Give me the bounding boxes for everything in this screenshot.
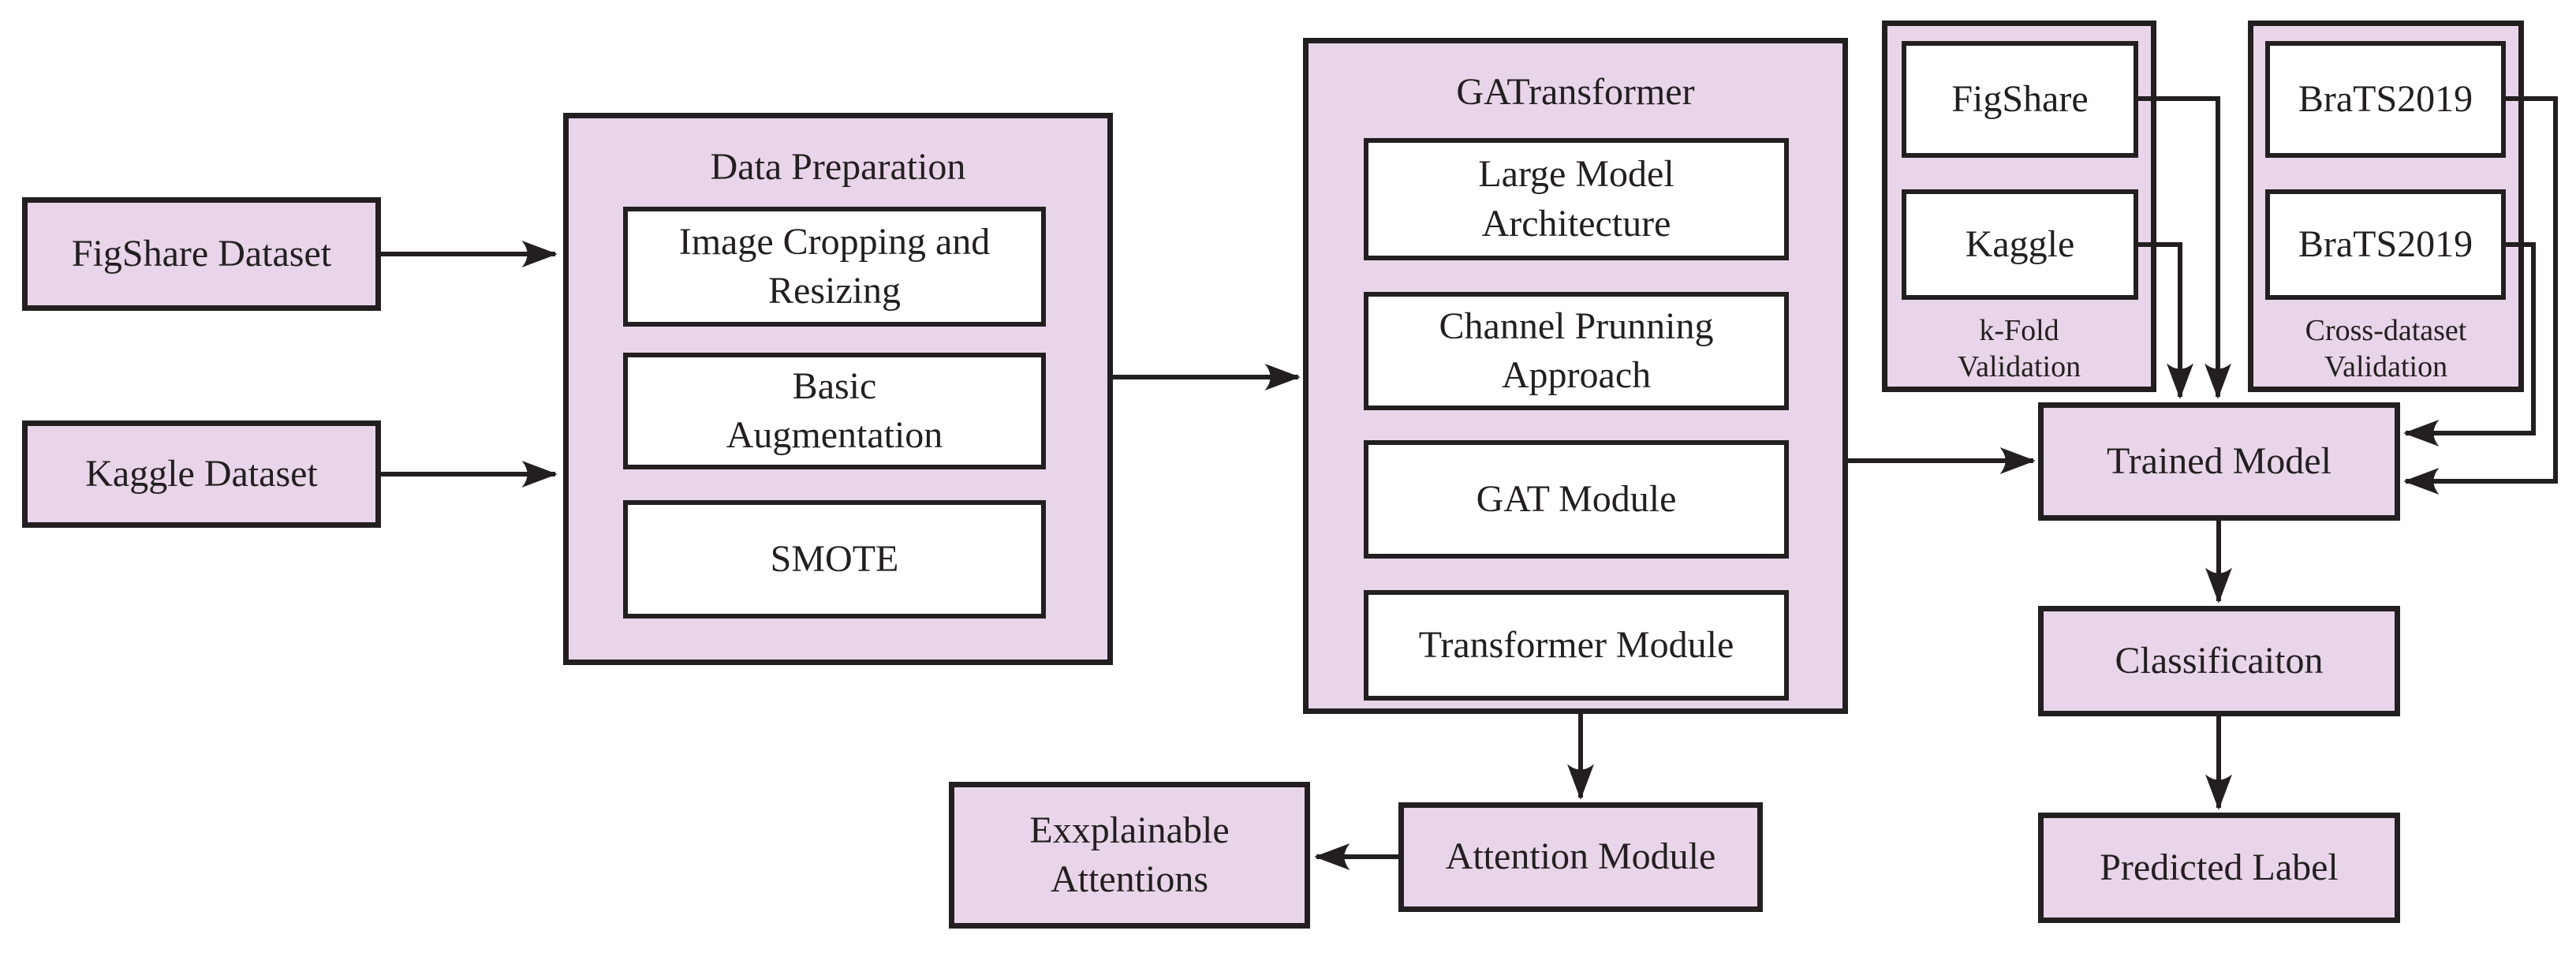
trained-model-box: Trained Model (2038, 402, 2400, 521)
image-cropping-resizing-box-text-line-1: Image Cropping and (678, 220, 991, 263)
basic-augmentation-box-text-line-2: Augmentation (726, 414, 943, 456)
transformer-module-box: Transformer Module (1364, 590, 1789, 701)
kaggle-dataset-box: Kaggle Dataset (22, 420, 381, 528)
cross-dataset-validation-label-text-line-1: Cross-dataset (2305, 313, 2467, 347)
smote-box-text-line-1: SMOTE (770, 537, 899, 580)
transformer-module-box-text-line-1: Transformer Module (1418, 623, 1734, 666)
kaggle-box-text-line-1: Kaggle (1965, 222, 2075, 265)
attention-module-box: Attention Module (1398, 802, 1763, 912)
kaggle-box: Kaggle (1902, 189, 2138, 300)
kfold-validation-label-text-line-1: k-Fold (1979, 313, 2059, 347)
gat-module-box: GAT Module (1364, 440, 1789, 559)
channel-prunning-approach-box-text-line-1: Channel Prunning (1439, 305, 1714, 347)
attention-module-box-text-line-1: Attention Module (1445, 835, 1716, 878)
figshare-dataset-box: FigShare Dataset (22, 197, 381, 311)
exxplainable-attentions-box-text-line-2: Attentions (1051, 858, 1208, 900)
figshare-box: FigShare (1902, 41, 2138, 158)
basic-augmentation-box-text-line-1: Basic (792, 364, 877, 407)
figshare-box-text-line-1: FigShare (1951, 77, 2089, 120)
data-preparation-container-title: Data Preparation (710, 146, 966, 188)
classification-box-text-line-1: Classificaiton (2115, 639, 2324, 682)
brats2019-bottom-box: BraTS2019 (2265, 189, 2506, 300)
large-model-architecture-box-text-line-2: Architecture (1481, 202, 1671, 245)
brats2019-top-box: BraTS2019 (2265, 41, 2506, 158)
trained-model-box-text-line-1: Trained Model (2107, 439, 2331, 482)
image-cropping-resizing-box-text-line-2: Resizing (768, 270, 901, 312)
channel-prunning-approach-box-text-line-2: Approach (1501, 354, 1652, 396)
brats2019-bottom-box-text-line-1: BraTS2019 (2298, 222, 2473, 265)
exxplainable-attentions-box-text-line-1: Exxplainable (1029, 809, 1230, 851)
predicted-label-box-text-line-1: Predicted Label (2100, 846, 2339, 888)
kaggle-dataset-box-text-line-1: Kaggle Dataset (85, 452, 318, 495)
gat-module-box-text-line-1: GAT Module (1476, 477, 1677, 520)
figshare-dataset-box-text-line-1: FigShare Dataset (71, 232, 332, 275)
large-model-architecture-box-text-line-1: Large Model (1478, 153, 1674, 196)
smote-box: SMOTE (623, 500, 1046, 619)
classification-box: Classificaiton (2038, 606, 2400, 716)
predicted-label-box: Predicted Label (2038, 813, 2400, 923)
kfold-validation-label-text-line-2: Validation (1957, 350, 2081, 383)
cross-dataset-validation-label-text-line-2: Validation (2324, 350, 2448, 383)
gatransformer-container-title: GATransformer (1456, 71, 1695, 113)
brats2019-top-box-text-line-1: BraTS2019 (2298, 77, 2473, 120)
